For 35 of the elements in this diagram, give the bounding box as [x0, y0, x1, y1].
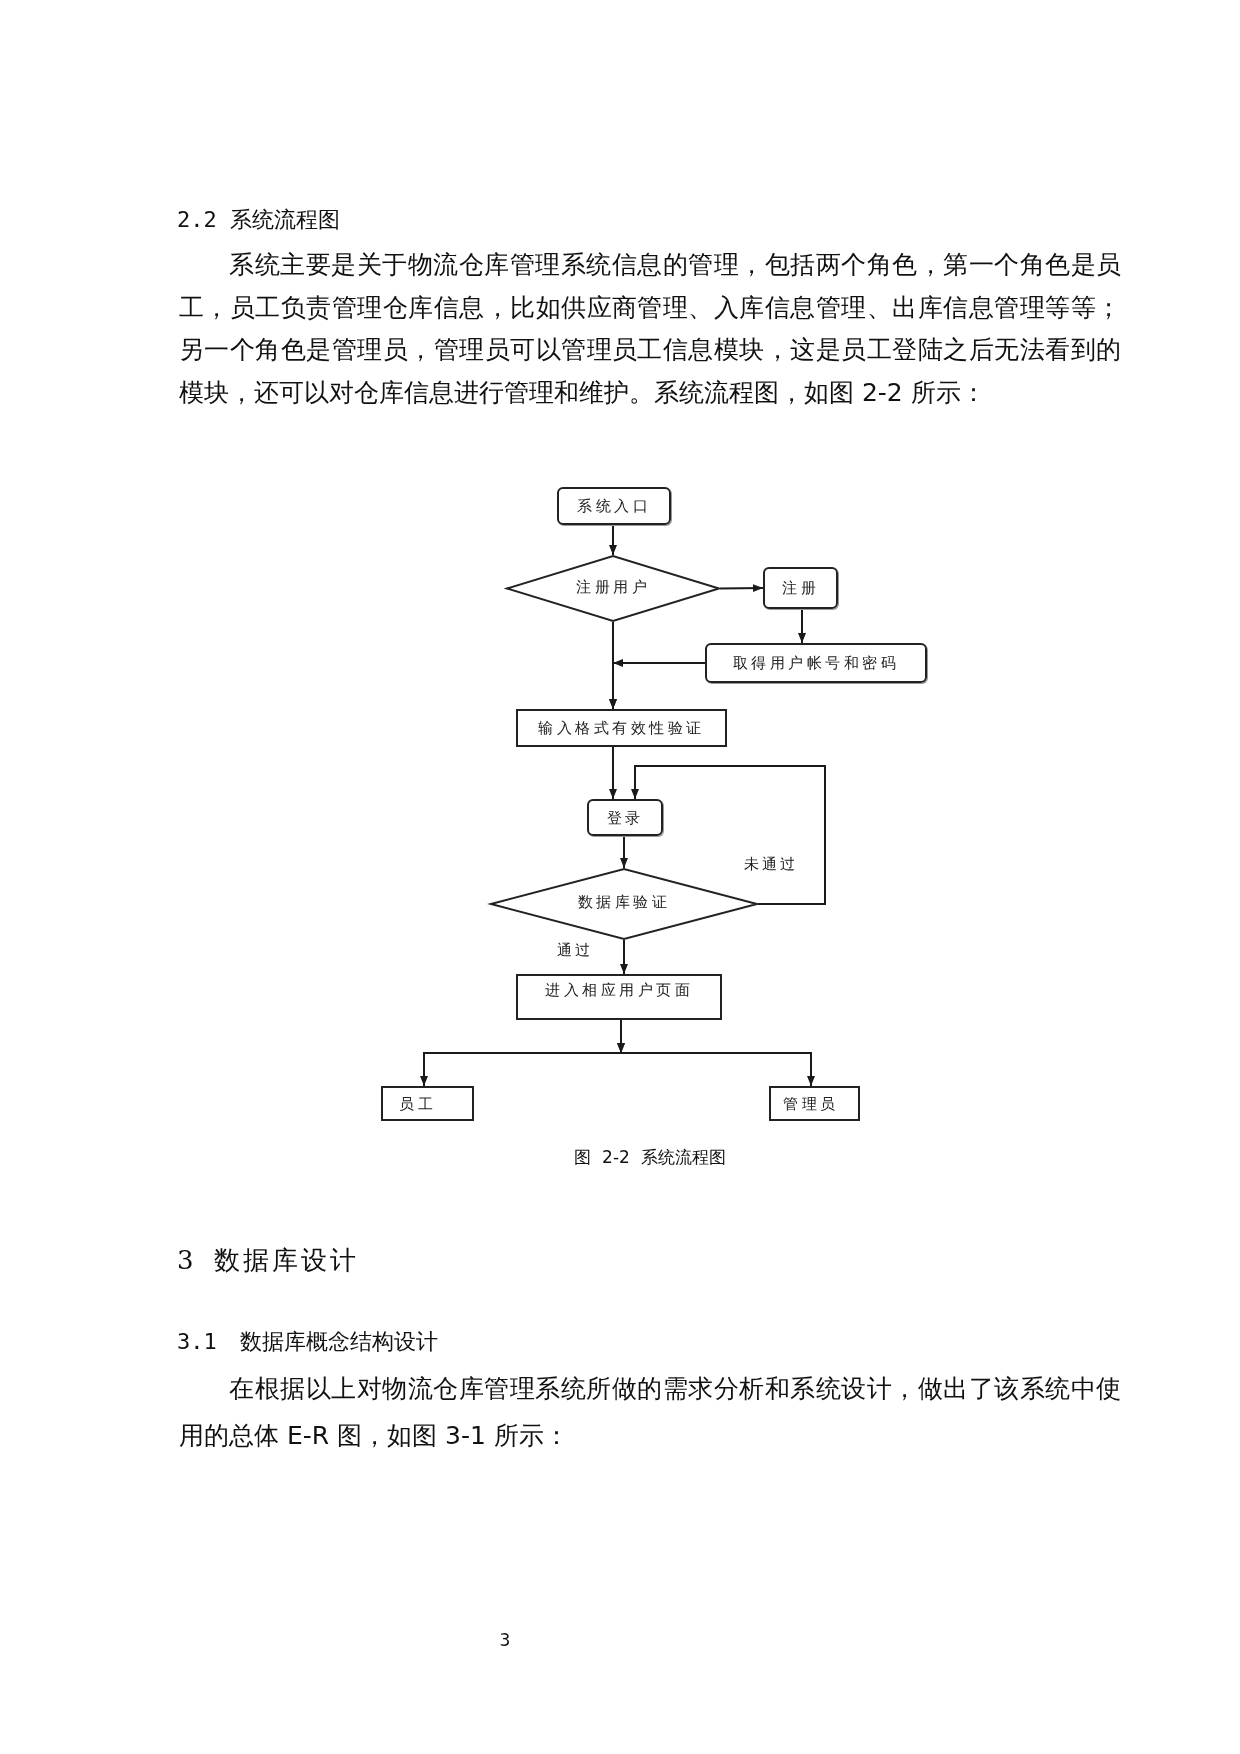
- process-box: [587, 799, 663, 836]
- role-box: [769, 1086, 860, 1121]
- node-label: 输入格式有效性验证: [538, 718, 705, 738]
- figure-caption: 图 2-2 系统流程图: [572, 1146, 728, 1169]
- node-label: 注册用户: [576, 576, 650, 597]
- arrow: [631, 765, 826, 905]
- node-label: 管理员: [783, 1093, 839, 1114]
- body-paragraph: 系统主要是关于物流仓库管理系统信息的管理，包括两个角色，第一个角色是员工，员工负责管理仓库信息，比如供应商管理、入库信息管理、出库信息管理等等；另一个角色是管理员，管理员可以管理员工信息模块，这是员工登陆之后无法看到的模块，还可以对仓库信息进行管理和维护。系统流程图，如图 2-2 所示：: [179, 249, 1121, 409]
- node-label: 数据库验证: [577, 892, 671, 912]
- subsection-heading: 3.1 数据库概念结构设计: [177, 1328, 438, 1356]
- decision-diamond: [506, 555, 720, 622]
- section-heading: 2.2 系统流程图: [177, 206, 340, 234]
- arrow: [719, 584, 764, 593]
- arrow: [620, 939, 628, 975]
- page-number: 3: [498, 1629, 512, 1651]
- arrow: [617, 1019, 815, 1087]
- arrow: [609, 524, 617, 556]
- process-box: [763, 567, 838, 609]
- node-label: 登录: [606, 807, 644, 828]
- node-label: 员工: [399, 1093, 436, 1114]
- node-label: 系统入口: [577, 496, 651, 516]
- process-box: [516, 974, 722, 1020]
- start-box: [557, 487, 671, 525]
- arrow: [609, 746, 617, 800]
- arrow: [620, 835, 628, 869]
- arrow: [798, 608, 806, 644]
- process-box: [705, 643, 927, 683]
- node-label: 进入相应用户页面: [545, 980, 693, 1000]
- node-label: 注册: [782, 578, 819, 598]
- node-label: 取得用户帐号和密码: [732, 653, 900, 673]
- process-box: [516, 709, 727, 747]
- section-heading: 3 数据库设计: [177, 1244, 359, 1277]
- arrow: [609, 621, 617, 710]
- body-paragraph: 在根据以上对物流仓库管理系统所做的需求分析和系统设计，做出了该系统中使用的总体 E-R 图，如图 3-1 所示：: [179, 1372, 1121, 1452]
- role-box: [381, 1086, 474, 1121]
